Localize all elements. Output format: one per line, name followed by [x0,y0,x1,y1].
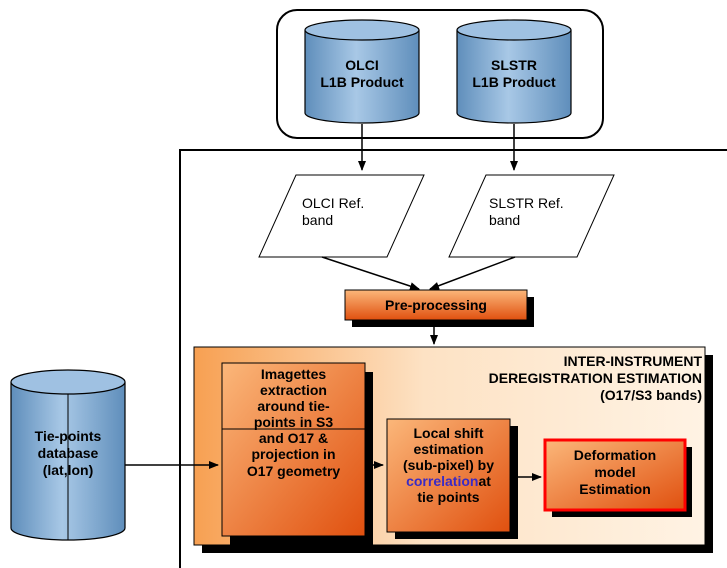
tie-points-database-cylinder [10,369,126,541]
olci-ref-band-label: OLCI Ref. band [302,195,365,228]
estimation-title: INTER-INSTRUMENT DEREGISTRATION ESTIMATI… [488,353,702,403]
deformation-label: Deformation model Estimation [573,447,657,497]
imagettes-box [221,362,366,537]
deformation-box [543,438,687,512]
arrow-olci-band-to-preproc [321,256,420,290]
imagettes-label: Imagettes extraction around tie- points … [246,366,341,479]
preprocessing-box [344,289,528,321]
slstr-ref-band-shape [448,174,615,258]
local-shift-box [386,418,511,533]
local-shift-label: Local shift estimation (sub-pixel) by co… [402,425,494,506]
tie-points-database-label: Tie-points database (lat,lon) [34,428,102,478]
slstr-product-label: SLSTR L1B Product [472,57,556,90]
olci-product-label: OLCI L1B Product [320,57,404,90]
preprocessing-label: Pre-processing [385,297,487,313]
arrow-slstr-band-to-preproc [429,256,516,290]
olci-product-cylinder [304,19,420,124]
olci-ref-band-shape [258,174,425,258]
slstr-product-cylinder [456,19,572,124]
correlation-highlight: correlation [406,473,479,490]
slstr-ref-band-label: SLSTR Ref. band [489,195,564,228]
processing-frame [179,149,727,568]
